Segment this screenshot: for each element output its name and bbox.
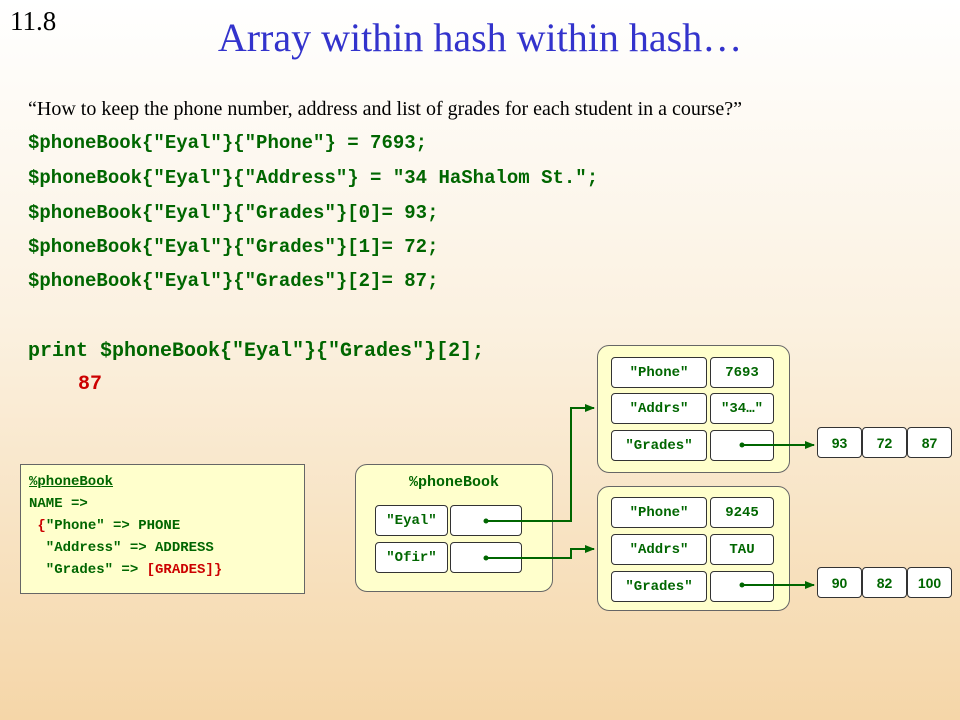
record-eyal-phone-key: "Phone" (611, 357, 707, 388)
grade-eyal-2: 87 (907, 427, 952, 458)
record-eyal-addr-key: "Addrs" (611, 393, 707, 424)
grade-eyal-1: 72 (862, 427, 907, 458)
hash-key-eyal: "Eyal" (375, 505, 448, 536)
arrow-ofir-origin-dot (483, 555, 489, 561)
record-eyal-grades-key: "Grades" (611, 430, 707, 461)
legend-address-line: "Address" => ADDRESS (29, 540, 214, 556)
code-line-3: $phoneBook{"Eyal"}{"Grades"}[0]= 93; (28, 202, 439, 224)
structure-legend: %phoneBook NAME => {"Phone" => PHONE "Ad… (20, 464, 305, 594)
slide-title: Array within hash within hash… (217, 15, 743, 60)
print-result: 87 (78, 373, 103, 396)
code-line-4: $phoneBook{"Eyal"}{"Grades"}[1]= 72; (28, 236, 439, 258)
record-ofir-addr-value: TAU (710, 534, 774, 565)
legend-phone-line: "Phone" => PHONE (45, 518, 181, 534)
record-ofir-phone-value: 9245 (710, 497, 774, 528)
legend-grades-array: [GRADES] (146, 562, 214, 578)
legend-close-brace: } (213, 562, 223, 578)
arrow-ofir-to-record (486, 545, 595, 559)
code-line-1: $phoneBook{"Eyal"}{"Phone"} = 7693; (28, 132, 428, 154)
record-eyal-addr-value: "34…" (710, 393, 774, 424)
grade-eyal-0: 93 (817, 427, 862, 458)
slide-number: 11.8 (10, 6, 57, 36)
legend-grades-label: "Grades" => (29, 562, 147, 578)
record-eyal-phone-value: 7693 (710, 357, 774, 388)
grade-ofir-2: 100 (907, 567, 952, 598)
record-ofir-phone-key: "Phone" (611, 497, 707, 528)
legend-open-brace: { (29, 518, 46, 534)
legend-hash-name: %phoneBook (29, 474, 114, 490)
code-line-5: $phoneBook{"Eyal"}{"Grades"}[2]= 87; (28, 270, 439, 292)
arrow-ofir-grades-dot (739, 582, 745, 588)
arrow-eyal-to-record (486, 404, 595, 522)
code-line-2: $phoneBook{"Eyal"}{"Address"} = "34 HaSh… (28, 167, 599, 189)
legend-name-line: NAME => (29, 496, 88, 512)
phonebook-hash-header: %phoneBook (408, 474, 499, 491)
question-text: “How to keep the phone number, address a… (28, 98, 742, 120)
grade-ofir-0: 90 (817, 567, 862, 598)
record-ofir-addr-key: "Addrs" (611, 534, 707, 565)
print-statement: print $phoneBook{"Eyal"}{"Grades"}[2]; (28, 340, 485, 363)
arrow-eyal-origin-dot (483, 518, 489, 524)
arrow-eyal-grades-dot (739, 442, 745, 448)
grade-ofir-1: 82 (862, 567, 907, 598)
hash-key-ofir: "Ofir" (375, 542, 448, 573)
record-ofir-grades-key: "Grades" (611, 571, 707, 602)
